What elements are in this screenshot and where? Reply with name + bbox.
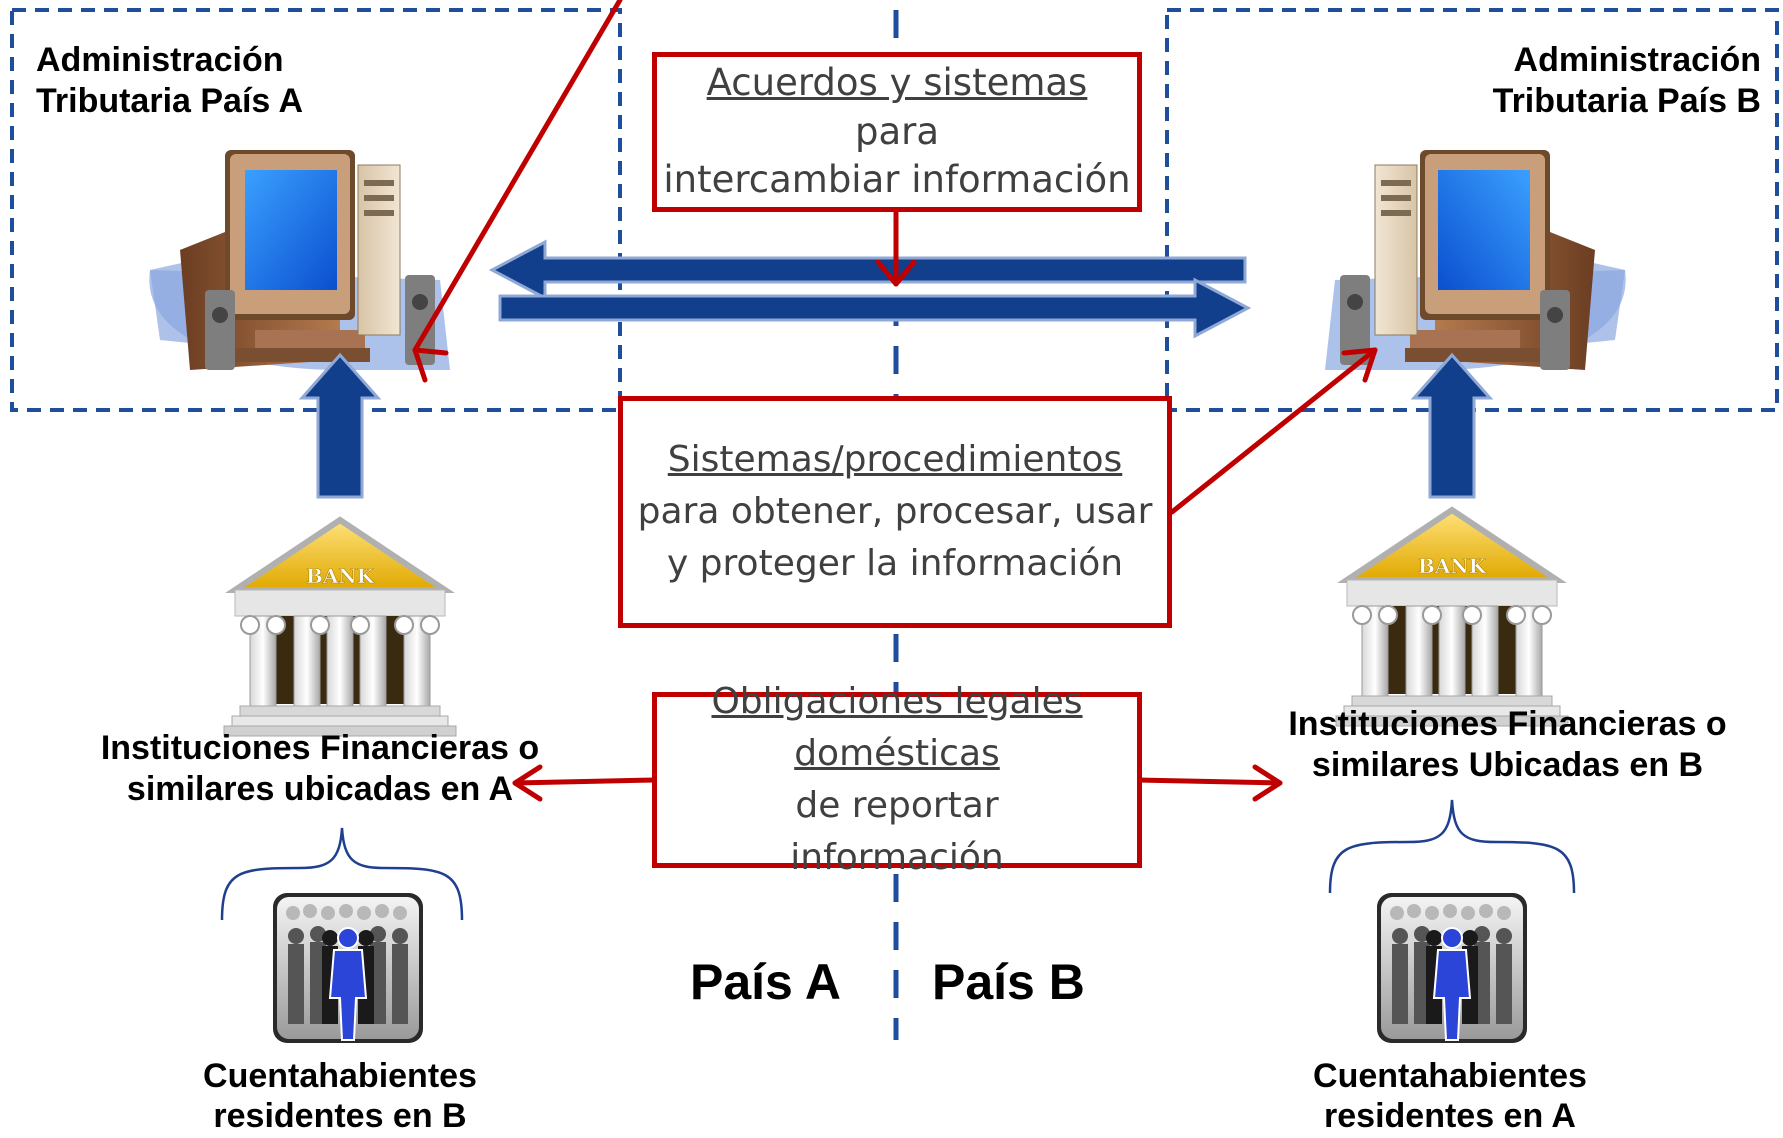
- fi-label-left: Instituciones Financieras o similares ub…: [40, 728, 600, 811]
- country-label-b: País B: [932, 954, 1085, 1010]
- agreements-line1-rest: para: [854, 109, 940, 153]
- fi-label-left-line2: similares ubicadas en A: [126, 770, 514, 809]
- obligations-line2: domésticas de reportar: [657, 728, 1137, 832]
- red-arrow-to-admin-b: [1169, 347, 1378, 515]
- holders-label-right-line2: residentes en A: [1324, 1097, 1576, 1136]
- computer-icon-right: [1324, 149, 1627, 371]
- people-icon-left: [272, 892, 424, 1044]
- systems-line3: y proteger la información: [666, 543, 1124, 585]
- holders-label-left-line2: residentes en B: [213, 1097, 467, 1136]
- people-icon-right: [1376, 892, 1528, 1044]
- exchange-arrow-to-a: [488, 239, 1247, 301]
- holders-label-left: Cuentahabientes residentes en B: [140, 1056, 540, 1136]
- up-arrow-right: [1410, 352, 1494, 499]
- admin-label-right: Administración Tributaria País B: [1493, 40, 1761, 123]
- obligations-domestic: domésticas: [794, 732, 1000, 774]
- bank-icon-left: BANK: [224, 520, 456, 736]
- up-arrow-left: [298, 352, 382, 499]
- systems-box: Sistemas/procedimientos para obtener, pr…: [618, 396, 1172, 628]
- bank-sign-right: BANK: [1418, 554, 1487, 578]
- exchange-arrow-to-b: [498, 277, 1252, 339]
- holders-label-right-line1: Cuentahabientes: [1313, 1057, 1587, 1095]
- admin-label-right-line1: Administración: [1513, 41, 1761, 79]
- country-label-a: País A: [690, 954, 842, 1010]
- brace-left: [220, 827, 464, 921]
- holders-label-left-line1: Cuentahabientes: [203, 1057, 477, 1095]
- agreements-box: Acuerdos y sistemas para intercambiar in…: [652, 52, 1142, 212]
- fi-label-right-line1: Instituciones Financieras o: [1288, 705, 1727, 743]
- obligations-line2-rest: de reportar: [795, 785, 999, 826]
- obligations-box: Obligaciones legales domésticas de repor…: [652, 681, 1142, 878]
- red-arrow-to-admin-a: [412, 0, 623, 383]
- obligations-title: Obligaciones legales: [711, 680, 1083, 722]
- agreements-title: Acuerdos y sistemas: [706, 60, 1088, 104]
- bank-sign-left: BANK: [306, 564, 375, 588]
- systems-line2: para obtener, procesar, usar: [637, 490, 1153, 532]
- red-arrow-to-fi-a: [512, 764, 658, 802]
- admin-label-left: Administración Tributaria País A: [36, 40, 303, 123]
- red-arrow-top-down: [875, 207, 917, 287]
- red-arrow-to-fi-b: [1137, 764, 1283, 802]
- bank-icon-right: BANK: [1336, 510, 1568, 726]
- agreements-line2: intercambiar información: [663, 158, 1131, 202]
- agreements-line1: Acuerdos y sistemas para: [657, 59, 1137, 157]
- fi-label-right: Instituciones Financieras o similares Ub…: [1240, 704, 1775, 787]
- admin-label-right-line2: Tributaria País B: [1492, 82, 1761, 121]
- computer-icon-left: [148, 149, 451, 371]
- systems-title: Sistemas/procedimientos: [667, 438, 1123, 480]
- admin-label-left-line2: Tributaria País A: [36, 82, 304, 121]
- fi-label-right-line2: similares Ubicadas en B: [1311, 746, 1704, 785]
- fi-label-left-line1: Instituciones Financieras o: [100, 729, 540, 767]
- holders-label-right: Cuentahabientes residentes en A: [1250, 1056, 1650, 1136]
- brace-right: [1328, 799, 1576, 894]
- admin-label-left-line1: Administración: [36, 41, 284, 79]
- admin-zone-left: [10, 8, 622, 412]
- obligations-line3: información: [790, 837, 1004, 879]
